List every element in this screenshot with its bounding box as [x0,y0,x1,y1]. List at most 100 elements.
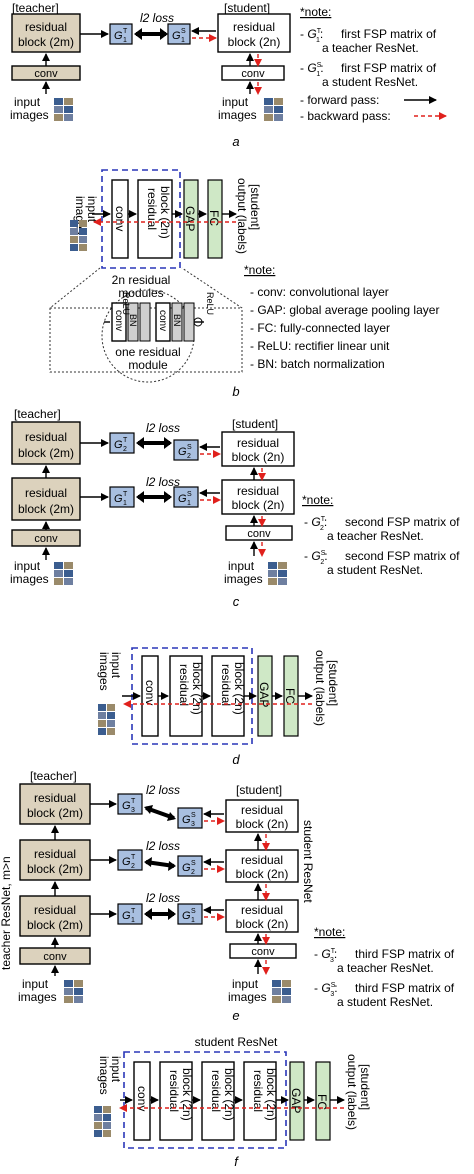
svg-text:GAP: GAP [183,206,197,231]
svg-text:block (2m): block (2m) [27,918,83,932]
svg-text:conv: conv [113,310,124,331]
panel-c: [teacher] residual block (2m) residual b… [10,407,460,609]
svg-text:residual: residual [167,1070,181,1112]
panel-b: input images conv residual block (2n) GA… [49,169,439,399]
svg-text:residual: residual [251,1070,265,1112]
note-title: *note: [300,5,331,19]
svg-text:a teacher ResNet.: a teacher ResNet. [327,529,424,543]
svg-text:- GT2:: - GT2: [304,515,327,532]
svg-text:residual: residual [237,484,279,498]
svg-text:G: G [122,856,131,868]
svg-text:1: 1 [131,917,135,924]
conv-text: conv [34,68,58,80]
svg-text:images: images [224,572,263,586]
svg-text:block (2n): block (2n) [236,867,289,881]
svg-text:teacher ResNet, m>n: teacher ResNet, m>n [0,856,13,970]
note-line: first FSP matrix of [341,61,437,75]
svg-text:one residual: one residual [115,345,180,359]
teacher-label: [teacher] [12,1,59,15]
svg-text:1: 1 [191,917,195,924]
block-text: residual [25,20,67,34]
images-text: images [10,108,49,122]
svg-text:residual: residual [145,188,159,230]
panel-f: student ResNet input images conv residua… [94,1035,372,1169]
svg-text:2: 2 [191,869,195,876]
svg-text:output (labels): output (labels) [345,1054,359,1130]
svg-text:block (2m): block (2m) [18,446,74,460]
note-line: a teacher ResNet. [322,41,419,55]
svg-text:1: 1 [181,37,185,44]
svg-text:[student]: [student] [236,783,282,797]
svg-text:ReLU: ReLU [121,292,131,315]
svg-text:G: G [182,814,191,826]
svg-text:block (2n): block (2n) [232,498,285,512]
svg-text:1: 1 [123,500,127,507]
panel-letter: d [232,752,240,767]
svg-text:[teacher]: [teacher] [14,407,61,421]
svg-text:- conv: convolutional layer: - conv: convolutional layer [250,285,389,299]
svg-text:ReLU: ReLU [205,292,215,315]
svg-text:2: 2 [131,863,135,870]
loss-label: l2 loss [140,11,174,25]
input-text: input [14,95,41,109]
svg-text:[student]: [student] [326,660,340,706]
svg-text:3: 3 [191,821,195,828]
svg-text:GAP: GAP [289,1088,303,1113]
note-line: first FSP matrix of [341,27,437,41]
svg-text:[student]: [student] [358,1064,372,1110]
fc-layer [207,179,223,259]
svg-text:residual: residual [241,803,283,817]
svg-text:*note:: *note: [314,925,345,939]
panel-letter: f [234,1154,239,1169]
svg-text:[teacher]: [teacher] [30,769,77,783]
svg-text:- GS1:: - GS1: [300,61,324,78]
svg-text:input: input [232,977,259,991]
svg-text:l2 loss: l2 loss [146,421,180,435]
fsp-sub: 1 [123,37,127,44]
svg-text:third FSP matrix of: third FSP matrix of [355,947,455,961]
svg-text:FC: FC [207,210,221,226]
svg-text:input: input [22,977,49,991]
svg-text:student ResNet: student ResNet [195,1035,278,1049]
panel-letter: b [232,384,239,399]
fsp-sup: T [123,28,128,35]
teacher-residual-block [11,13,81,53]
svg-text:conv: conv [34,533,58,545]
svg-text:G: G [114,439,123,451]
svg-text:FC: FC [283,688,297,704]
image-thumbnails [54,98,73,121]
svg-text:residual: residual [219,664,233,706]
svg-text:residual: residual [177,664,191,706]
svg-text:- GS2:: - GS2: [304,549,328,566]
note-line: a student ResNet. [322,75,418,89]
block-text: block (2m) [18,35,74,49]
svg-text:conv: conv [143,680,157,705]
svg-text:block (2m): block (2m) [27,806,83,820]
svg-text:T: T [123,491,128,498]
svg-text:S: S [187,491,192,498]
svg-text:BN: BN [172,314,182,327]
svg-text:residual: residual [34,903,76,917]
svg-text:block (2n): block (2n) [264,1068,278,1121]
svg-text:a student ResNet.: a student ResNet. [327,563,423,577]
svg-text:- FC: fully-connected layer: - FC: fully-connected layer [250,321,390,335]
image-thumbnails [70,220,87,251]
svg-text:l2 loss: l2 loss [146,891,180,905]
svg-text:conv: conv [43,951,67,963]
svg-text:block (2n): block (2n) [190,662,204,715]
svg-text:images: images [218,108,257,122]
svg-text:T: T [131,908,136,915]
svg-text:- GT1:: - GT1: [300,27,323,44]
svg-text:input: input [109,652,123,679]
svg-text:2n residual: 2n residual [112,273,171,287]
svg-text:T: T [131,798,136,805]
svg-text:a teacher ResNet.: a teacher ResNet. [337,961,434,975]
svg-text:GAP: GAP [257,682,271,707]
svg-text:conv: conv [113,206,127,231]
svg-text:- GS3:: - GS3: [314,981,338,998]
image-thumbnails [264,98,283,121]
svg-text:output (labels): output (labels) [313,650,327,726]
svg-text:G: G [114,493,123,505]
svg-text:residual: residual [241,853,283,867]
svg-text:[student]: [student] [248,184,262,230]
